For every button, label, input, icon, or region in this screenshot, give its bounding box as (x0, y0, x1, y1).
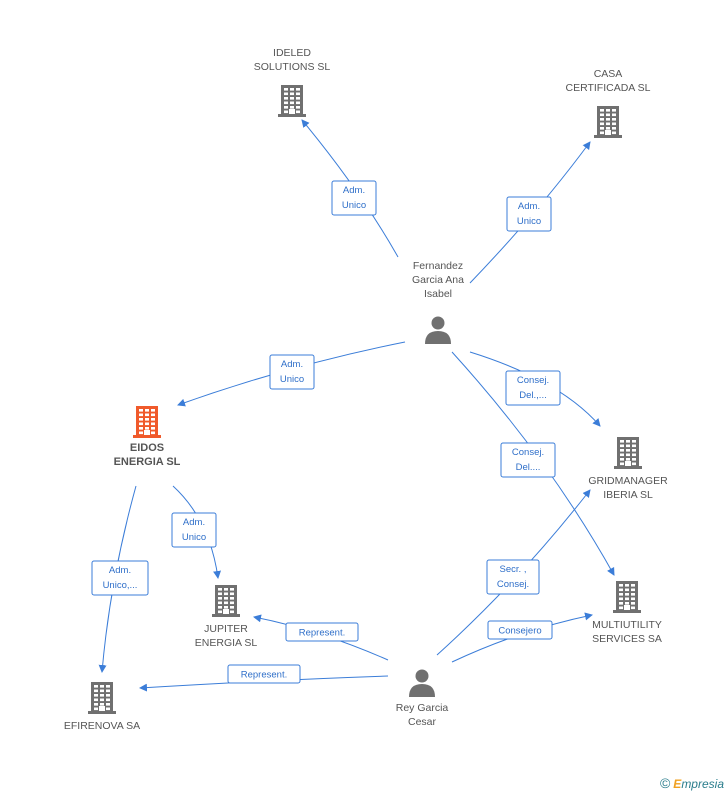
node-label: SOLUTIONS SL (254, 61, 331, 73)
edge-label[interactable]: Consejero (487, 620, 553, 640)
edge-label[interactable]: Represent. (285, 622, 359, 642)
edge-label-text: Unico,... (103, 580, 138, 591)
edge-label-text: Secr. , (500, 564, 527, 575)
edge-label-box (269, 354, 315, 390)
edge-label-text: Consej. (517, 375, 549, 386)
edge-label[interactable]: Consej. Del.,... (505, 370, 561, 406)
edge-label[interactable]: Adm. Unico (171, 512, 217, 548)
edge-label-text: Adm. (518, 201, 540, 212)
node-label: CASA (594, 68, 623, 80)
node-label: EIDOS (130, 442, 164, 454)
node-label: Cesar (408, 716, 437, 728)
edge-label-text: Adm. (109, 565, 131, 576)
node-label: JUPITER (204, 623, 248, 635)
node-gridmanager[interactable]: GRIDMANAGER IBERIA SL (588, 437, 668, 501)
building-icon (133, 406, 161, 438)
edge-label-box (91, 560, 149, 596)
node-label: Fernandez (413, 260, 463, 272)
edge-label-box (171, 512, 217, 548)
edge-label-box (500, 442, 556, 478)
building-icon (594, 106, 622, 138)
edge-label-text: Unico (280, 374, 304, 385)
edge-eidos-to-jupiter: Adm. Unico (171, 485, 222, 579)
node-label: Isabel (424, 288, 452, 300)
edge-label[interactable]: Adm. Unico (269, 354, 315, 390)
edge-label-text: Represent. (241, 670, 287, 681)
edge-rey-to-efirenova: Represent. (139, 664, 389, 692)
node-efirenova[interactable]: EFIRENOVA SA (64, 682, 140, 732)
edge-label-text: Adm. (343, 185, 365, 196)
edge-label-box (331, 180, 377, 216)
building-icon (212, 585, 240, 617)
node-eidos[interactable]: EIDOS ENERGIA SL (114, 406, 181, 468)
edge-fernandez-to-multiutility: Consej. Del.... (451, 351, 615, 576)
edge-label[interactable]: Adm. Unico,... (91, 560, 149, 596)
node-label: Garcia Ana (412, 274, 464, 286)
brand-watermark: ©Empresia (660, 775, 724, 791)
edge-label-text: Del.... (516, 462, 541, 473)
edge-fernandez-to-eidos: Adm. Unico (177, 341, 406, 407)
edge-label-text: Unico (342, 200, 366, 211)
node-ideled[interactable]: IDELED SOLUTIONS SL (254, 47, 331, 117)
node-label: MULTIUTILITY (592, 619, 662, 631)
edge-label-text: Unico (517, 216, 541, 227)
edge-fernandez-to-ideled: Adm. Unico (301, 119, 399, 258)
node-label: Rey Garcia (396, 702, 449, 714)
edge-rey-to-multiutility: Consejero (451, 612, 593, 663)
edge-label-text: Adm. (183, 517, 205, 528)
building-icon (278, 85, 306, 117)
person-icon (409, 669, 435, 697)
edge-label[interactable]: Secr. , Consej. (486, 559, 540, 595)
person-icon (425, 316, 451, 344)
node-label: CERTIFICADA SL (566, 82, 651, 94)
node-label: SERVICES SA (592, 633, 662, 645)
edge-fernandez-to-casa: Adm. Unico (469, 141, 591, 284)
node-label: GRIDMANAGER (588, 475, 668, 487)
copyright-symbol: © (659, 775, 671, 791)
edge-rey-to-jupiter: Represent. (253, 614, 389, 661)
edge-label-text: Unico (182, 532, 206, 543)
node-multiutility[interactable]: MULTIUTILITY SERVICES SA (592, 581, 662, 645)
edge-label-text: Consej. (497, 579, 529, 590)
node-label: ENERGIA SL (195, 637, 258, 649)
edge-label-text: Consejero (498, 626, 541, 637)
node-label: IDELED (273, 47, 311, 59)
node-casa[interactable]: CASA CERTIFICADA SL (566, 68, 651, 138)
edge-label-text: Del.,... (519, 390, 546, 401)
node-label: EFIRENOVA SA (64, 720, 140, 732)
edge-label-box (505, 370, 561, 406)
edge-label-box (285, 622, 359, 642)
edge-label[interactable]: Adm. Unico (506, 196, 552, 232)
brand-logo-letter: E (673, 777, 682, 791)
edge-label-text: Consej. (512, 447, 544, 458)
edge-fernandez-to-gridmanager: Consej. Del.,... (469, 351, 601, 427)
edge-rey-to-gridmanager: Secr. , Consej. (436, 489, 591, 656)
brand-name: mpresia (681, 777, 724, 791)
edge-label-box (487, 620, 553, 640)
edge-label[interactable]: Adm. Unico (331, 180, 377, 216)
edge-label-box (506, 196, 552, 232)
edge-label[interactable]: Represent. (227, 664, 301, 684)
edge-eidos-to-efirenova: Adm. Unico,... (91, 485, 149, 673)
building-icon (614, 437, 642, 469)
building-icon (613, 581, 641, 613)
building-icon (88, 682, 116, 714)
edge-label-text: Adm. (281, 359, 303, 370)
edge-label-text: Represent. (299, 628, 345, 639)
edge-label-box (486, 559, 540, 595)
edge-label[interactable]: Consej. Del.... (500, 442, 556, 478)
node-label: IBERIA SL (603, 489, 653, 501)
node-jupiter[interactable]: JUPITER ENERGIA SL (195, 585, 258, 649)
node-label: ENERGIA SL (114, 456, 181, 468)
edge-label-box (227, 664, 301, 684)
nodes-layer: IDELED SOLUTIONS SL CASA CERTIFICADA SL Fern… (64, 47, 668, 732)
